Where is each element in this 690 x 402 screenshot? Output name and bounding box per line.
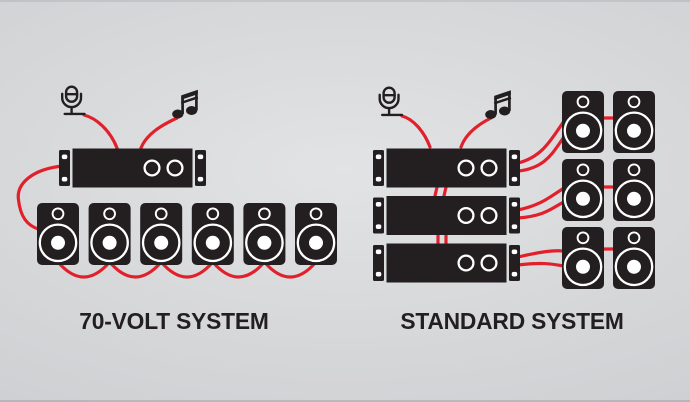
speaker xyxy=(87,201,132,267)
music-note-icon xyxy=(483,88,513,121)
microphone-icon xyxy=(61,85,86,116)
speaker xyxy=(293,201,339,267)
cable xyxy=(16,164,65,231)
amplifier xyxy=(57,147,208,189)
speaker xyxy=(560,225,606,291)
cable xyxy=(400,114,432,149)
standard-system-label: STANDARD SYSTEM xyxy=(400,308,624,334)
cable xyxy=(82,113,119,150)
speaker xyxy=(611,225,657,291)
speaker xyxy=(190,201,235,267)
70-volt-system-diagram xyxy=(16,85,339,279)
amplifier xyxy=(371,194,522,237)
cable xyxy=(56,260,112,279)
standard-system-diagram xyxy=(371,86,657,291)
seventy-volt-system-label: 70-VOLT SYSTEM xyxy=(79,308,269,334)
cable xyxy=(516,135,566,173)
amplifier xyxy=(371,242,522,284)
amplifier xyxy=(371,147,522,189)
speaker xyxy=(242,201,287,267)
speaker xyxy=(611,157,657,223)
cable xyxy=(516,186,566,212)
cable xyxy=(516,200,566,220)
speaker xyxy=(560,157,606,223)
cable xyxy=(516,261,566,268)
cable xyxy=(516,119,566,165)
speaker xyxy=(35,201,81,267)
music-note-icon xyxy=(170,88,200,120)
cable xyxy=(108,260,163,279)
cable xyxy=(459,116,493,149)
speaker xyxy=(139,201,184,267)
cable xyxy=(159,260,215,279)
speaker xyxy=(560,89,606,155)
speaker xyxy=(611,89,657,155)
cable xyxy=(516,249,566,259)
cable xyxy=(211,260,266,279)
microphone-icon xyxy=(378,86,404,117)
cable xyxy=(139,116,179,150)
cable xyxy=(262,260,318,279)
